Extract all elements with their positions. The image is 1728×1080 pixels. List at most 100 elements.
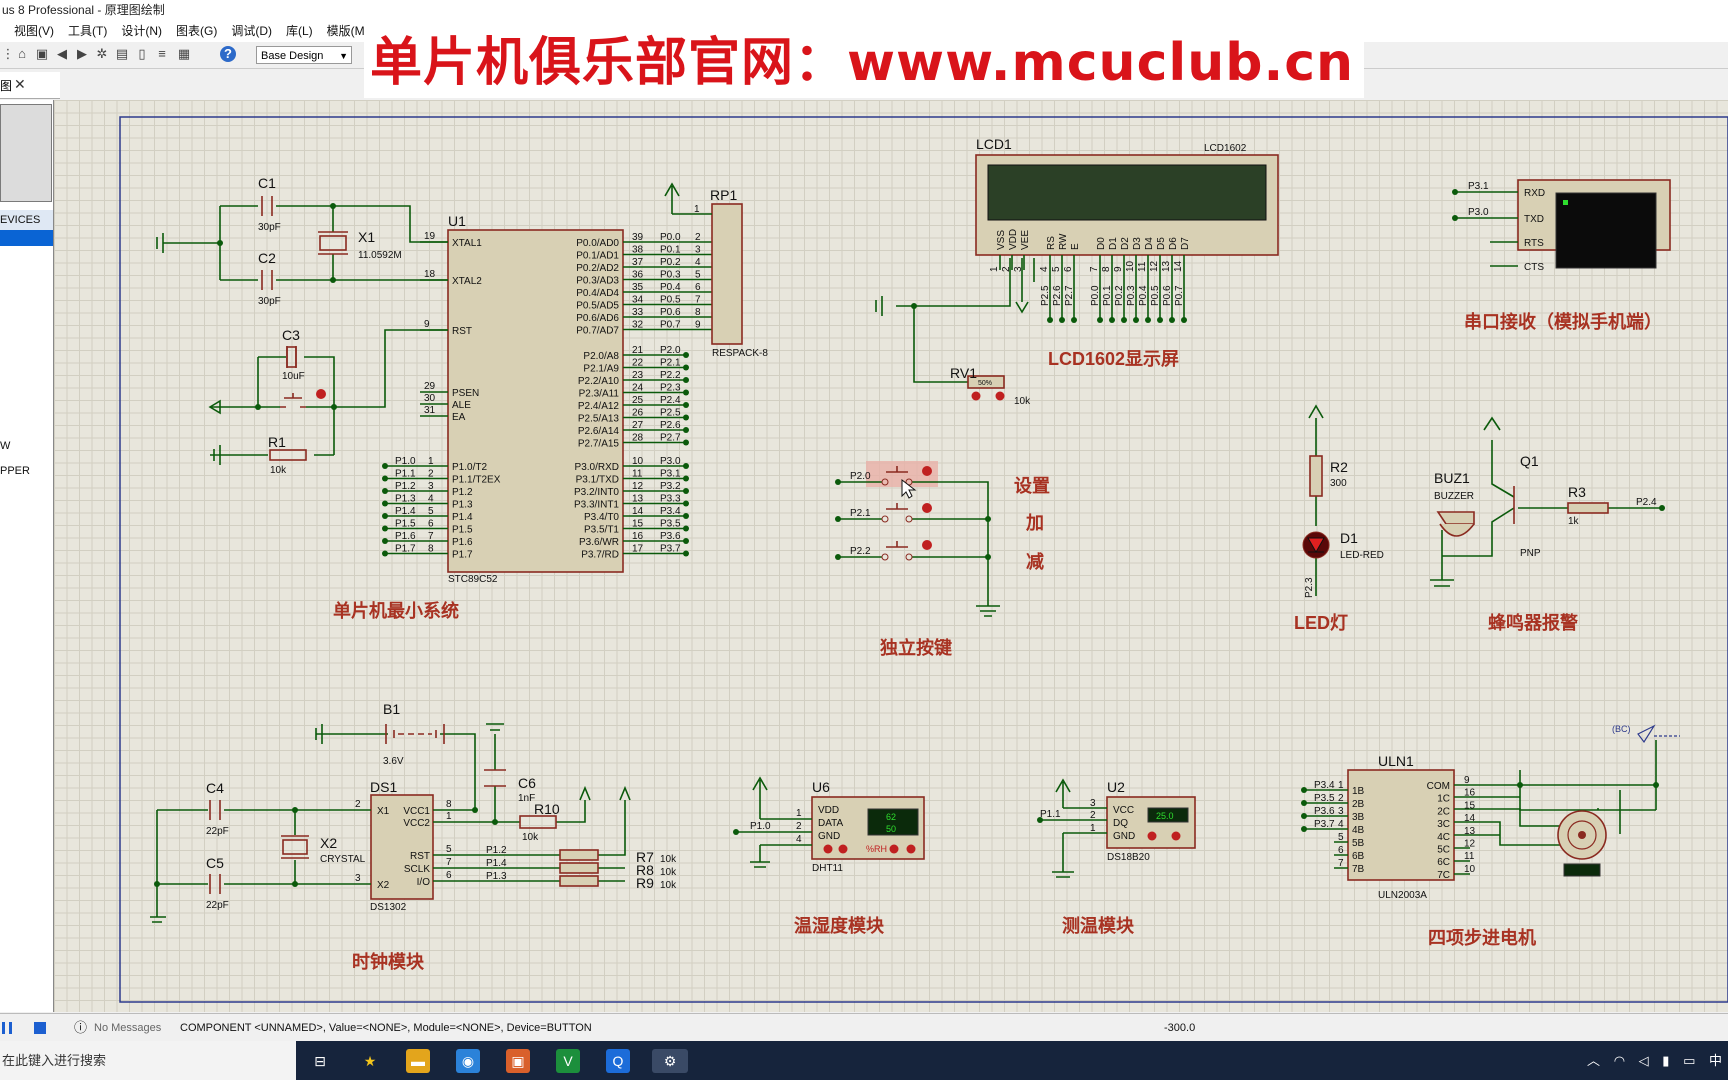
lcd-pin-name: D7 xyxy=(1180,237,1191,250)
tab-schematic[interactable]: 图 ✕ xyxy=(0,72,60,99)
report-icon[interactable]: ▦ xyxy=(177,46,191,61)
pin-name: P2.1/A9 xyxy=(583,364,619,375)
net-label: P0.4 xyxy=(660,282,681,293)
push-buttons[interactable]: P2.0 P2.1 P2.2 xyxy=(835,461,1000,617)
net-label: P0.1 xyxy=(660,245,681,256)
network-icon[interactable]: ◠ xyxy=(1613,1053,1626,1068)
pin-name: P2.2/A10 xyxy=(578,376,620,387)
pin-number: 30 xyxy=(424,393,436,404)
pin-app-icon[interactable]: ★ xyxy=(363,1053,377,1069)
buzzer-circuit[interactable]: BUZ1 BUZZER Q1 PNP R3 1k P2.4 xyxy=(1430,416,1665,587)
app-icon[interactable]: ◉ xyxy=(456,1049,480,1073)
net-dot xyxy=(683,402,689,408)
pin-number: 23 xyxy=(632,370,644,381)
app-icon[interactable]: ▣ xyxy=(506,1049,530,1073)
stop-icon[interactable] xyxy=(34,1022,46,1034)
menu-item[interactable]: 模版(M xyxy=(326,24,365,38)
list-icon[interactable]: ≡ xyxy=(158,46,166,61)
app-icon[interactable]: V xyxy=(556,1049,580,1073)
back-icon[interactable]: ◀ xyxy=(57,46,67,61)
label-mcu-min-system: 单片机最小系统 xyxy=(333,600,459,621)
net-label: P0.5 xyxy=(660,295,681,306)
x1-value: 11.0592M xyxy=(358,250,402,261)
device-item[interactable]: PPER xyxy=(0,465,30,477)
serial-pin: RXD xyxy=(1524,188,1545,199)
button-net: P2.0 xyxy=(850,471,871,482)
messages-count[interactable]: No Messages xyxy=(94,1022,162,1034)
coordinate-readout: -300.0 xyxy=(1164,1022,1196,1034)
pin-name: P3.4/T0 xyxy=(584,512,619,523)
design-select-value: Base Design xyxy=(261,50,324,62)
design-select[interactable]: Base Design▼ xyxy=(256,46,352,64)
schematic-canvas[interactable]: .w{stroke:#0b5a0b;stroke-width:1.6;fill:… xyxy=(54,100,1728,1012)
task-view-icon[interactable]: ⊟ xyxy=(314,1053,326,1069)
battery-icon[interactable]: ▮ xyxy=(1662,1053,1670,1068)
language-indicator[interactable]: 中 xyxy=(1708,1053,1722,1068)
x2-ref: X2 xyxy=(320,835,337,851)
tray-chevron-icon[interactable]: ︿ xyxy=(1587,1053,1601,1068)
pin-name: PSEN xyxy=(452,388,479,399)
net-dot xyxy=(1047,317,1053,323)
net-label: P0.2 xyxy=(1114,285,1125,306)
menu-item[interactable]: 视图(V) xyxy=(14,24,54,38)
ds1302-circuit[interactable]: B1 3.6V C4 22pF C5 22pF X2 CRYSTAL DS1 D… xyxy=(150,701,677,923)
pin-name: P3.3/INT1 xyxy=(574,500,619,511)
pin-name: VCC1 xyxy=(403,806,430,817)
net-dot xyxy=(1071,317,1077,323)
c2-value: 30pF xyxy=(258,296,281,307)
chip-icon[interactable]: ▣ xyxy=(35,46,49,61)
pin-number: 9 xyxy=(424,319,430,330)
pin-number: 3 xyxy=(1338,806,1344,817)
menu-item[interactable]: 库(L) xyxy=(286,24,313,38)
menu-item[interactable]: 设计(N) xyxy=(121,24,162,38)
net-label: P2.6 xyxy=(1052,285,1063,306)
menu-item[interactable]: 图表(G) xyxy=(176,24,218,38)
menu-item[interactable]: 调试(D) xyxy=(231,24,272,38)
volume-icon[interactable]: ◁ xyxy=(1638,1053,1649,1068)
pin-number: 4 xyxy=(1039,266,1050,272)
document-icon[interactable]: ▯ xyxy=(138,46,146,61)
proteus-app-icon[interactable]: ⚙ xyxy=(652,1049,688,1073)
net-dot xyxy=(382,463,388,469)
display-icon[interactable]: ▭ xyxy=(1683,1053,1696,1068)
rp1-resistor-pack[interactable]: RP1 RESPACK-8 1 xyxy=(664,182,768,359)
pin-number: 14 xyxy=(1173,260,1184,272)
pin-name: 7B xyxy=(1352,864,1365,875)
menu-item[interactable]: 工具(T) xyxy=(68,24,108,38)
net-label: P3.7 xyxy=(1314,819,1335,830)
net-dot xyxy=(683,488,689,494)
led-circuit[interactable]: R2 300 D1 LED-RED P2.3 xyxy=(1302,404,1384,598)
pin-name: 3B xyxy=(1352,812,1365,823)
uln2003-stepper[interactable]: (BC) ULN1 ULN2003A 1B1P3.42B2P3.53B3P3.6… xyxy=(1301,724,1680,901)
virtual-terminal[interactable]: P3.1 P3.0 RXD TXD RTS CTS xyxy=(1452,179,1671,273)
file-explorer-icon[interactable]: ▬ xyxy=(406,1049,430,1073)
net-label: P2.1 xyxy=(660,358,681,369)
home-icon[interactable]: ⌂ xyxy=(18,46,26,61)
app-icon[interactable]: Q xyxy=(606,1049,630,1073)
lcd-pin-name: VDD xyxy=(1008,229,1019,250)
serial-net: P3.0 xyxy=(1468,207,1489,218)
pin-name: 4C xyxy=(1437,832,1450,843)
pin-number: 10 xyxy=(632,456,644,467)
pin-number: 13 xyxy=(1464,826,1476,837)
d1-ref: D1 xyxy=(1340,530,1358,546)
device-item[interactable]: W xyxy=(0,440,11,452)
pin-name: P1.5 xyxy=(452,525,473,536)
forward-icon[interactable]: ▶ xyxy=(77,46,87,61)
device-selected-row[interactable] xyxy=(0,230,53,246)
taskbar-search[interactable]: 在此键入进行搜索 xyxy=(0,1041,296,1080)
close-icon[interactable]: ✕ xyxy=(14,76,26,92)
board-icon[interactable]: ▤ xyxy=(115,46,129,61)
pin-name: P3.1/TXD xyxy=(576,475,619,486)
overview-preview[interactable] xyxy=(0,104,52,202)
rv1-potentiometer[interactable]: RV1 50% 10k xyxy=(875,258,1035,407)
mcu-u1[interactable]: U1 STC89C52 19XTAL118XTAL29RST29PSEN30AL… xyxy=(382,213,712,585)
gear-icon[interactable]: ✲ xyxy=(96,46,108,61)
help-icon[interactable]: ? xyxy=(220,46,236,62)
pause-icon[interactable] xyxy=(2,1022,12,1034)
info-icon: ⓘ xyxy=(74,1020,88,1035)
ds18b20-sensor[interactable]: U2 DS18B20 P1.1 VCC DQ GND 3 2 1 25.0 xyxy=(1037,778,1196,878)
dht11-sensor[interactable]: U6 DHT11 P1.0 VDD DATA GND 1 2 4 62 50 %… xyxy=(733,776,925,874)
pin-number: 2 xyxy=(428,469,434,480)
lcd1602[interactable]: LCD1 LCD1602 VSS1VDD2VEE3RS4P2.5RW5P2.6E… xyxy=(975,136,1279,323)
